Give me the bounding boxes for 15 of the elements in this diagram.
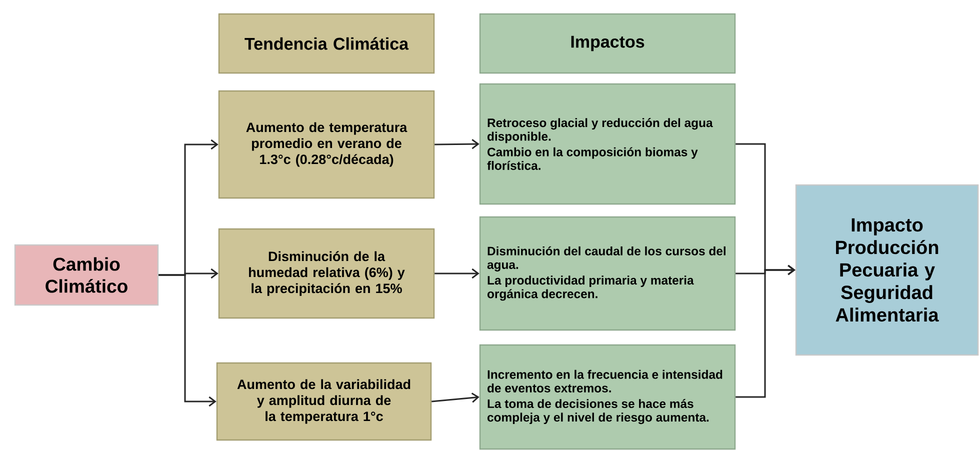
result-box: Impacto Producción Pecuaria y Seguridad Alimentaria	[795, 184, 979, 356]
arrow	[432, 392, 480, 403]
arrow	[158, 274, 216, 407]
impact-box: Retroceso glacial y reducción del agua disponible. Cambio en la composición biomas y florística.	[479, 83, 736, 205]
arrow	[736, 264, 796, 398]
trend-box: Aumento de temperatura promedio en verano de 1.3°c (0.28°c/década)	[218, 90, 435, 199]
arrow	[434, 138, 480, 150]
impact-box: Disminución del caudal de los cursos del agua. La productividad primaria y materia orgánica decrecen.	[479, 216, 736, 331]
arrow	[434, 268, 480, 279]
impact-box: Incremento en la frecuencia e intensidad de eventos extremos. La toma de decisiones se hace más compleja y el nivel de riesgo aumenta.	[479, 344, 736, 450]
trend-box: Disminución de la humedad relativa (6%) y la precipitación en 15%	[218, 228, 435, 319]
start-box: Cambio Climático	[14, 244, 159, 306]
trend-box: Aumento de la variabilidad y amplitud diurna de la temperatura 1°c	[216, 362, 432, 441]
header-box: Tendencia Climática	[218, 13, 435, 74]
header-box: Impactos	[479, 13, 736, 74]
